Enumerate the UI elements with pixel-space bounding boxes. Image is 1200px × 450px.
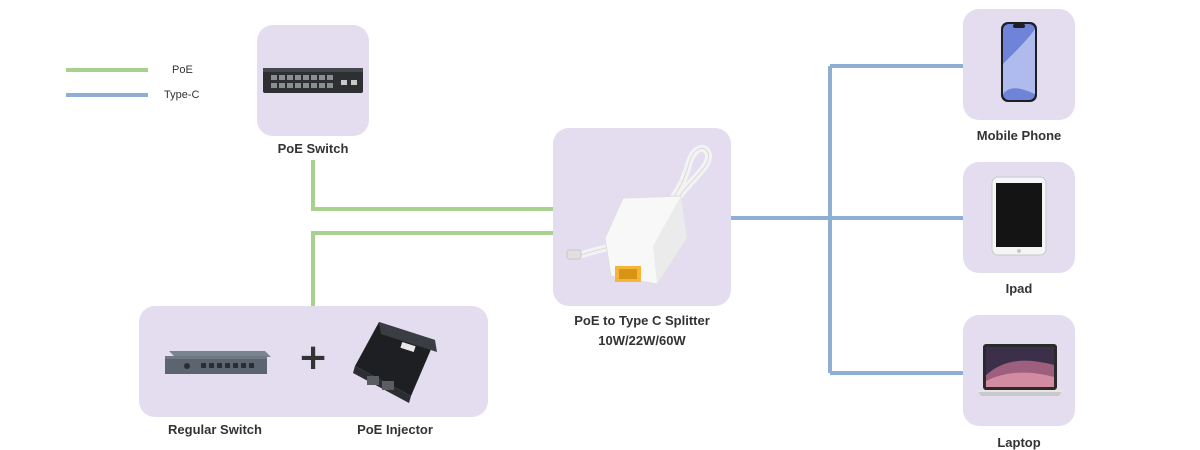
network-switch-icon [263, 68, 363, 93]
phone-icon [1001, 22, 1037, 102]
card-icons [165, 322, 437, 403]
poe-switch-label: PoE Switch [277, 141, 349, 156]
splitter-label: PoE to Type C Splitter [574, 313, 710, 328]
legend-typec-label: Type-C [164, 89, 200, 101]
poe-line-injector [311, 231, 554, 306]
poe-line-switch [311, 160, 554, 211]
mobile-phone-card [963, 9, 1075, 120]
ipad-card [963, 162, 1075, 273]
tablet-icon [991, 176, 1047, 256]
laptop-icon [977, 344, 1063, 396]
poe-injector-label: PoE Injector [357, 422, 433, 437]
poe-injector-icon [353, 322, 437, 403]
regular-switch-icon [165, 351, 271, 374]
splitter-card [553, 128, 731, 306]
mobile-phone-label: Mobile Phone [976, 128, 1062, 143]
legend: PoE Type-C [66, 62, 226, 107]
ipad-label: Ipad [1005, 281, 1033, 296]
splitter-icon [566, 144, 712, 285]
legend-poe-swatch [66, 68, 148, 72]
legend-typec-swatch [66, 93, 148, 97]
poe-switch-card [257, 25, 369, 136]
legend-poe-label: PoE [172, 64, 193, 76]
splitter-sublabel: 10W/22W/60W [598, 333, 686, 348]
switch-injector-card [139, 306, 488, 417]
plus-sign: + [298, 337, 329, 378]
laptop-label: Laptop [997, 435, 1041, 450]
regular-switch-label: Regular Switch [168, 422, 262, 437]
laptop-card [963, 315, 1075, 426]
